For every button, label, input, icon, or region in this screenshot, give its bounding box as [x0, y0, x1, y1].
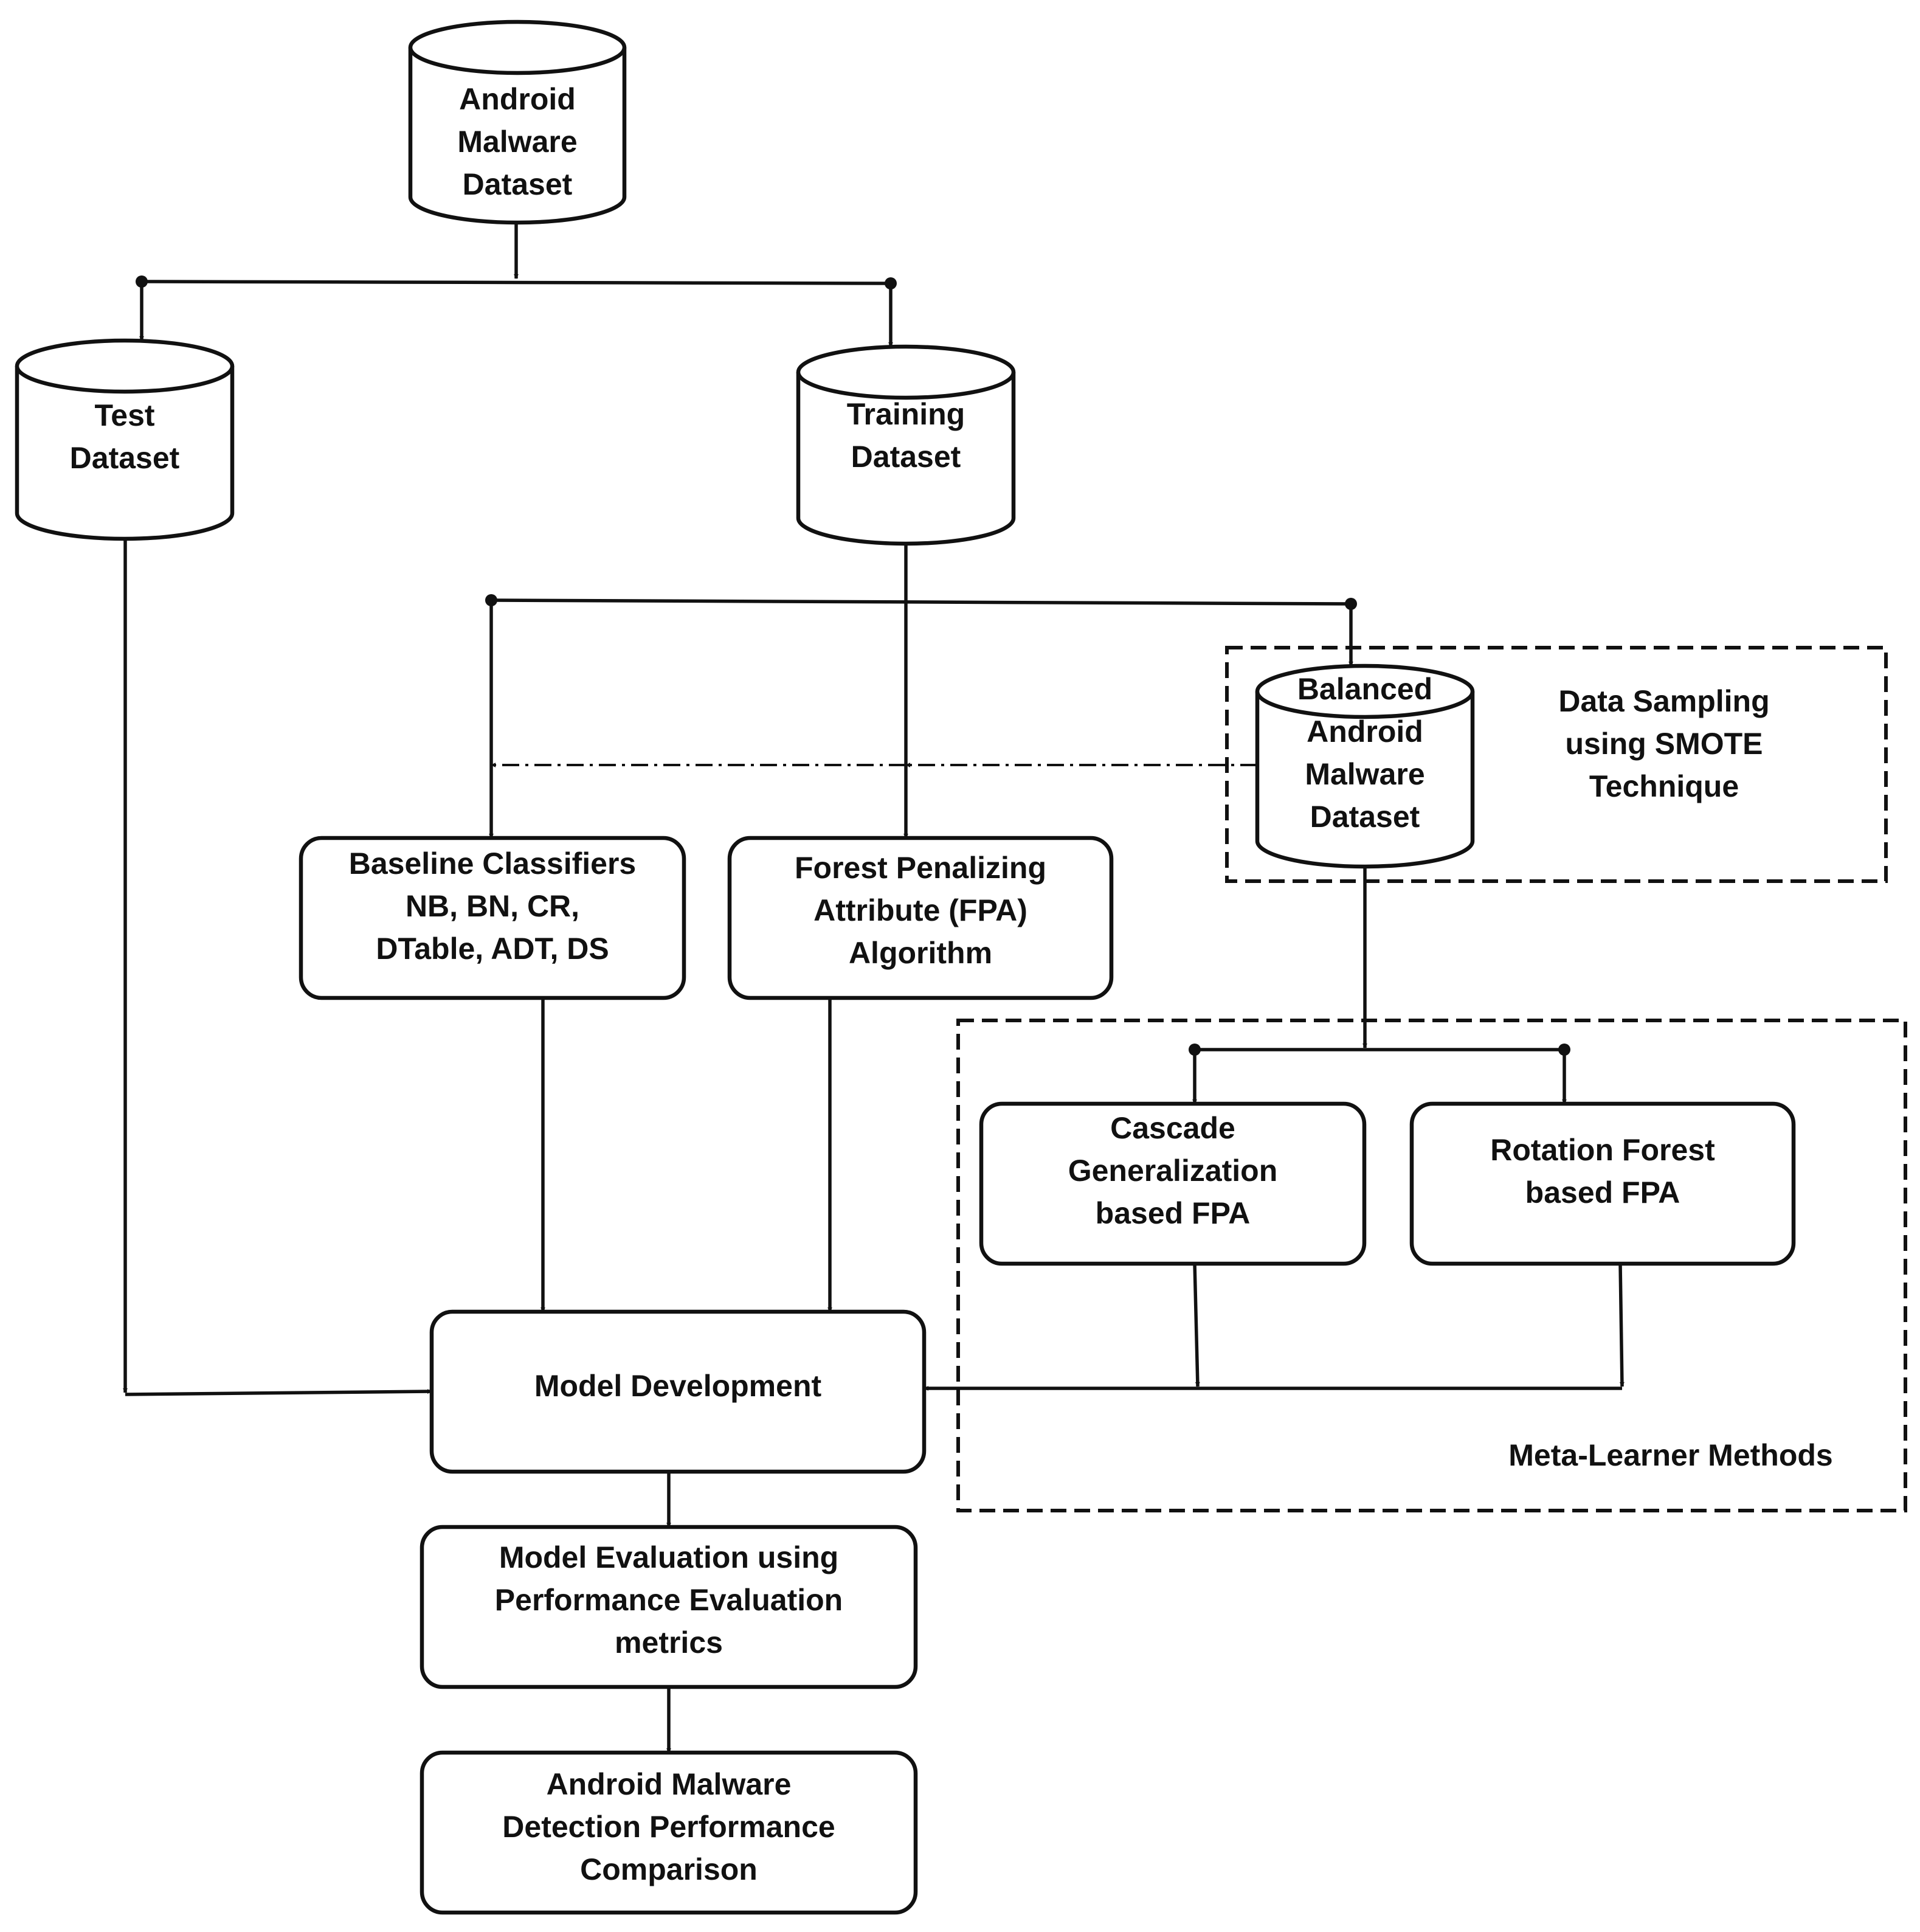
- comparison-label-line-3: Comparison: [580, 1852, 758, 1886]
- fpa-algorithm-box: [727, 836, 1114, 1000]
- cascade-fpa-label-line-1: Cascade: [1110, 1111, 1235, 1145]
- arrow-rotation-down: [1618, 1263, 1625, 1387]
- rotation-forest-fpa-box: [1409, 1101, 1796, 1266]
- arrow-cascade-down: [1193, 1263, 1200, 1387]
- rotation-forest-fpa-label-line-2: based FPA: [1525, 1175, 1680, 1210]
- cascade-fpa-label-line-2: Generalization: [1068, 1154, 1278, 1188]
- split-bar-training: [491, 598, 1352, 606]
- training-dataset-cylinder: [796, 344, 1016, 546]
- baseline-classifiers-label-line-2: NB, BN, CR,: [406, 889, 579, 923]
- model-development-box: [429, 1309, 927, 1474]
- baseline-classifiers-label-line-1: Baseline Classifiers: [349, 847, 637, 881]
- test-dataset-label-line-1: Test: [94, 398, 154, 432]
- baseline-classifiers-box: [299, 836, 686, 1000]
- android-malware-dataset-label-line-1: Android: [459, 82, 576, 116]
- balanced-dataset-label-line-4: Dataset: [1310, 800, 1420, 834]
- model-evaluation-label-line-1: Model Evaluation using: [499, 1540, 838, 1574]
- android-malware-dataset-label-line-3: Dataset: [463, 167, 573, 201]
- labels: AndroidMalwareDatasetTestDatasetTraining…: [70, 82, 1833, 1886]
- meta-learner-group: [956, 1019, 1907, 1512]
- meta-learner-label-line-1: Meta-Learner Methods: [1508, 1438, 1832, 1472]
- training-dataset-label-line-2: Dataset: [851, 440, 961, 474]
- shapes: [15, 19, 1796, 1915]
- model-evaluation-label-line-3: metrics: [615, 1626, 723, 1660]
- data-sampling-label-line-2: using SMOTE: [1566, 727, 1763, 761]
- cascade-fpa-box: [979, 1101, 1367, 1266]
- cascade-fpa-label-line-3: based FPA: [1096, 1196, 1251, 1230]
- balanced-dataset-label-line-3: Malware: [1305, 757, 1424, 791]
- data-sampling-label-line-3: Technique: [1589, 769, 1739, 803]
- comparison-label-line-1: Android Malware: [547, 1767, 792, 1801]
- balanced-dataset-cylinder: [1255, 663, 1475, 869]
- comparison-label-line-2: Detection Performance: [502, 1810, 835, 1844]
- model-development-label-line-1: Model Development: [534, 1369, 822, 1403]
- comparison-box: [420, 1750, 918, 1915]
- data-sampling-group: [1225, 646, 1888, 883]
- arrow-test-to-model: [125, 1389, 432, 1396]
- data-sampling-label-line-1: Data Sampling: [1558, 684, 1769, 718]
- balanced-dataset-label-line-1: Balanced: [1297, 672, 1432, 706]
- rotation-forest-fpa-label-line-1: Rotation Forest: [1490, 1133, 1715, 1167]
- fpa-algorithm-label-line-1: Forest Penalizing: [795, 851, 1046, 885]
- fpa-algorithm-label-line-3: Algorithm: [849, 936, 992, 970]
- test-dataset-cylinder: [15, 338, 235, 541]
- split-bar-top: [141, 280, 891, 285]
- model-evaluation-label-line-2: Performance Evaluation: [495, 1583, 843, 1617]
- test-dataset-label-line-2: Dataset: [70, 441, 180, 475]
- model-evaluation-box: [420, 1525, 918, 1689]
- baseline-classifiers-label-line-3: DTable, ADT, DS: [376, 932, 609, 966]
- fpa-algorithm-label-line-2: Attribute (FPA): [813, 893, 1027, 927]
- balanced-dataset-label-line-2: Android: [1307, 715, 1423, 749]
- training-dataset-label-line-1: Training: [847, 397, 965, 431]
- connectors: [123, 223, 1625, 1753]
- android-malware-dataset-label-line-2: Malware: [457, 125, 577, 159]
- android-malware-dataset-cylinder: [408, 19, 627, 225]
